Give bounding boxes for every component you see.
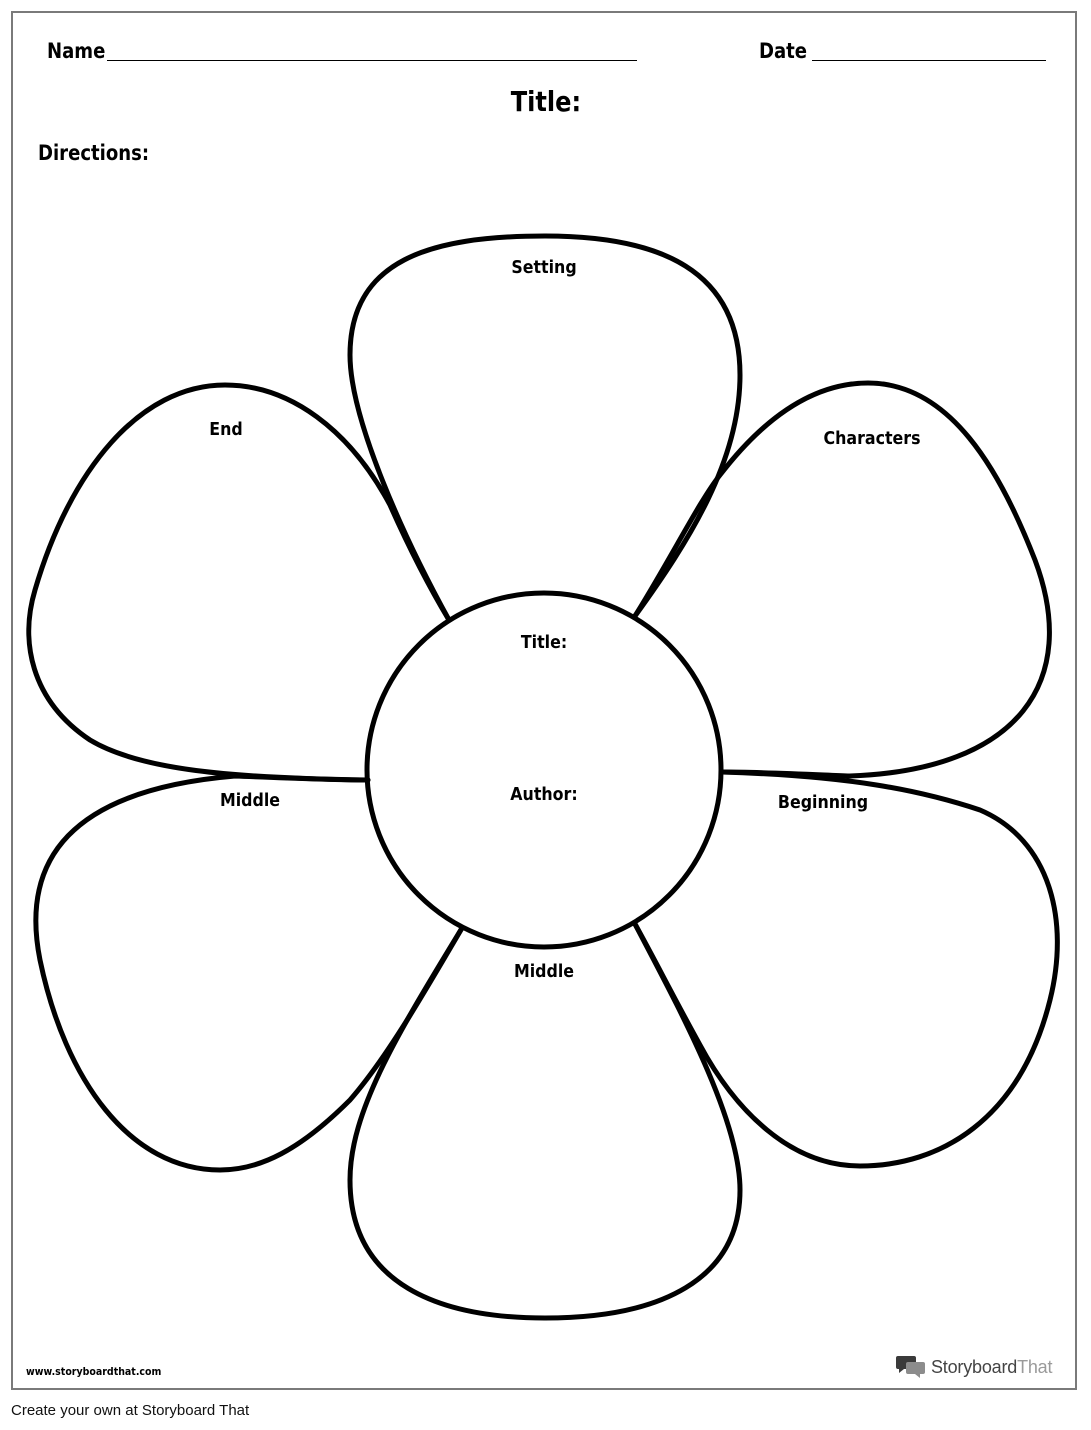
name-line[interactable] — [107, 60, 637, 61]
brand-name: StoryboardThat — [931, 1356, 1053, 1377]
date-label: Date — [759, 39, 808, 63]
petal-label-bottom: Middle — [513, 961, 575, 982]
footer-url[interactable]: www.storyboardthat.com — [26, 1366, 162, 1378]
petal-beginning[interactable] — [632, 769, 1060, 1169]
speech-bubbles-icon — [896, 1356, 925, 1378]
page-title: Title: — [510, 85, 581, 118]
petal-middle-bottom[interactable] — [347, 921, 743, 1321]
petal-middle-left[interactable] — [33, 773, 465, 1173]
center-author-label: Author: — [510, 784, 578, 805]
petal-label-upper-left: End — [209, 419, 243, 440]
petal-end[interactable] — [26, 382, 452, 783]
name-label: Name — [47, 39, 106, 63]
credit-text[interactable]: Create your own at Storyboard That — [11, 1402, 250, 1419]
brand-logo[interactable]: StoryboardThat — [896, 1354, 1052, 1380]
petal-characters[interactable] — [632, 380, 1052, 779]
date-line[interactable] — [812, 60, 1046, 61]
directions-label: Directions: — [38, 141, 150, 165]
petal-label-top: Setting — [511, 257, 577, 278]
petal-label-lower-right: Beginning — [777, 792, 869, 813]
center-title-label: Title: — [520, 632, 568, 653]
petal-setting[interactable] — [347, 233, 743, 623]
petal-label-lower-left: Middle — [219, 790, 281, 811]
flower-center[interactable] — [364, 590, 724, 950]
petal-label-upper-right: Characters — [823, 428, 921, 449]
